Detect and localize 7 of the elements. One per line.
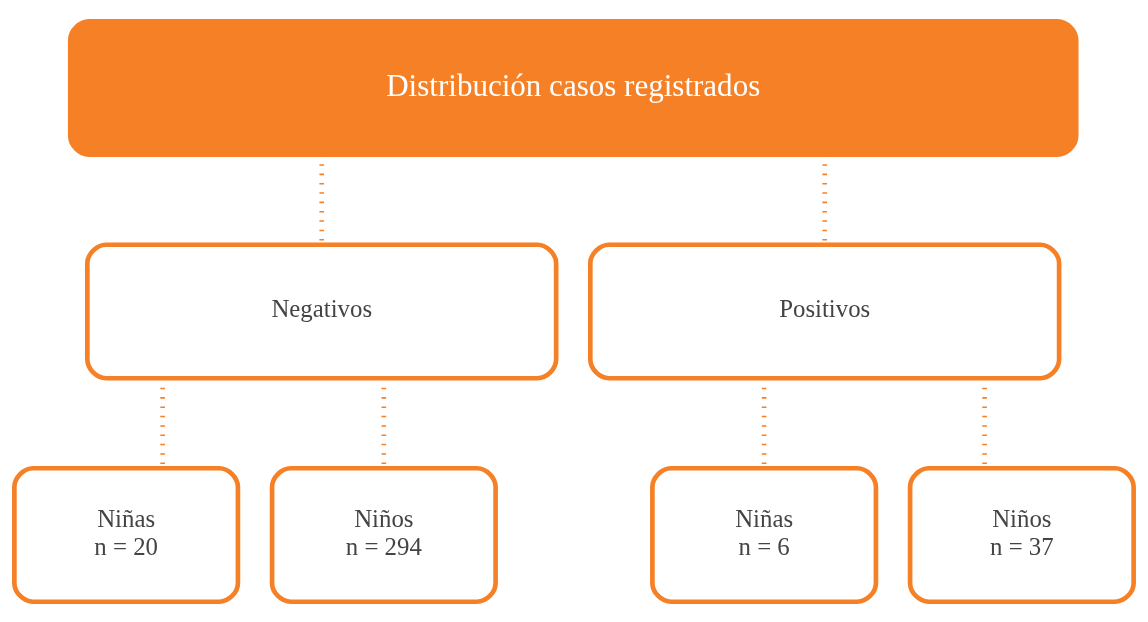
node-box: Negativos [85,241,559,381]
node-box: Niños n = 294 [269,465,498,604]
node-box: Positivos [587,241,1062,381]
node-box: Niños n = 37 [907,465,1136,604]
node-box: Niñas n = 6 [650,465,879,604]
node-box: Niñas n = 20 [12,465,241,604]
node-box: Distribución casos registrados [67,18,1079,157]
